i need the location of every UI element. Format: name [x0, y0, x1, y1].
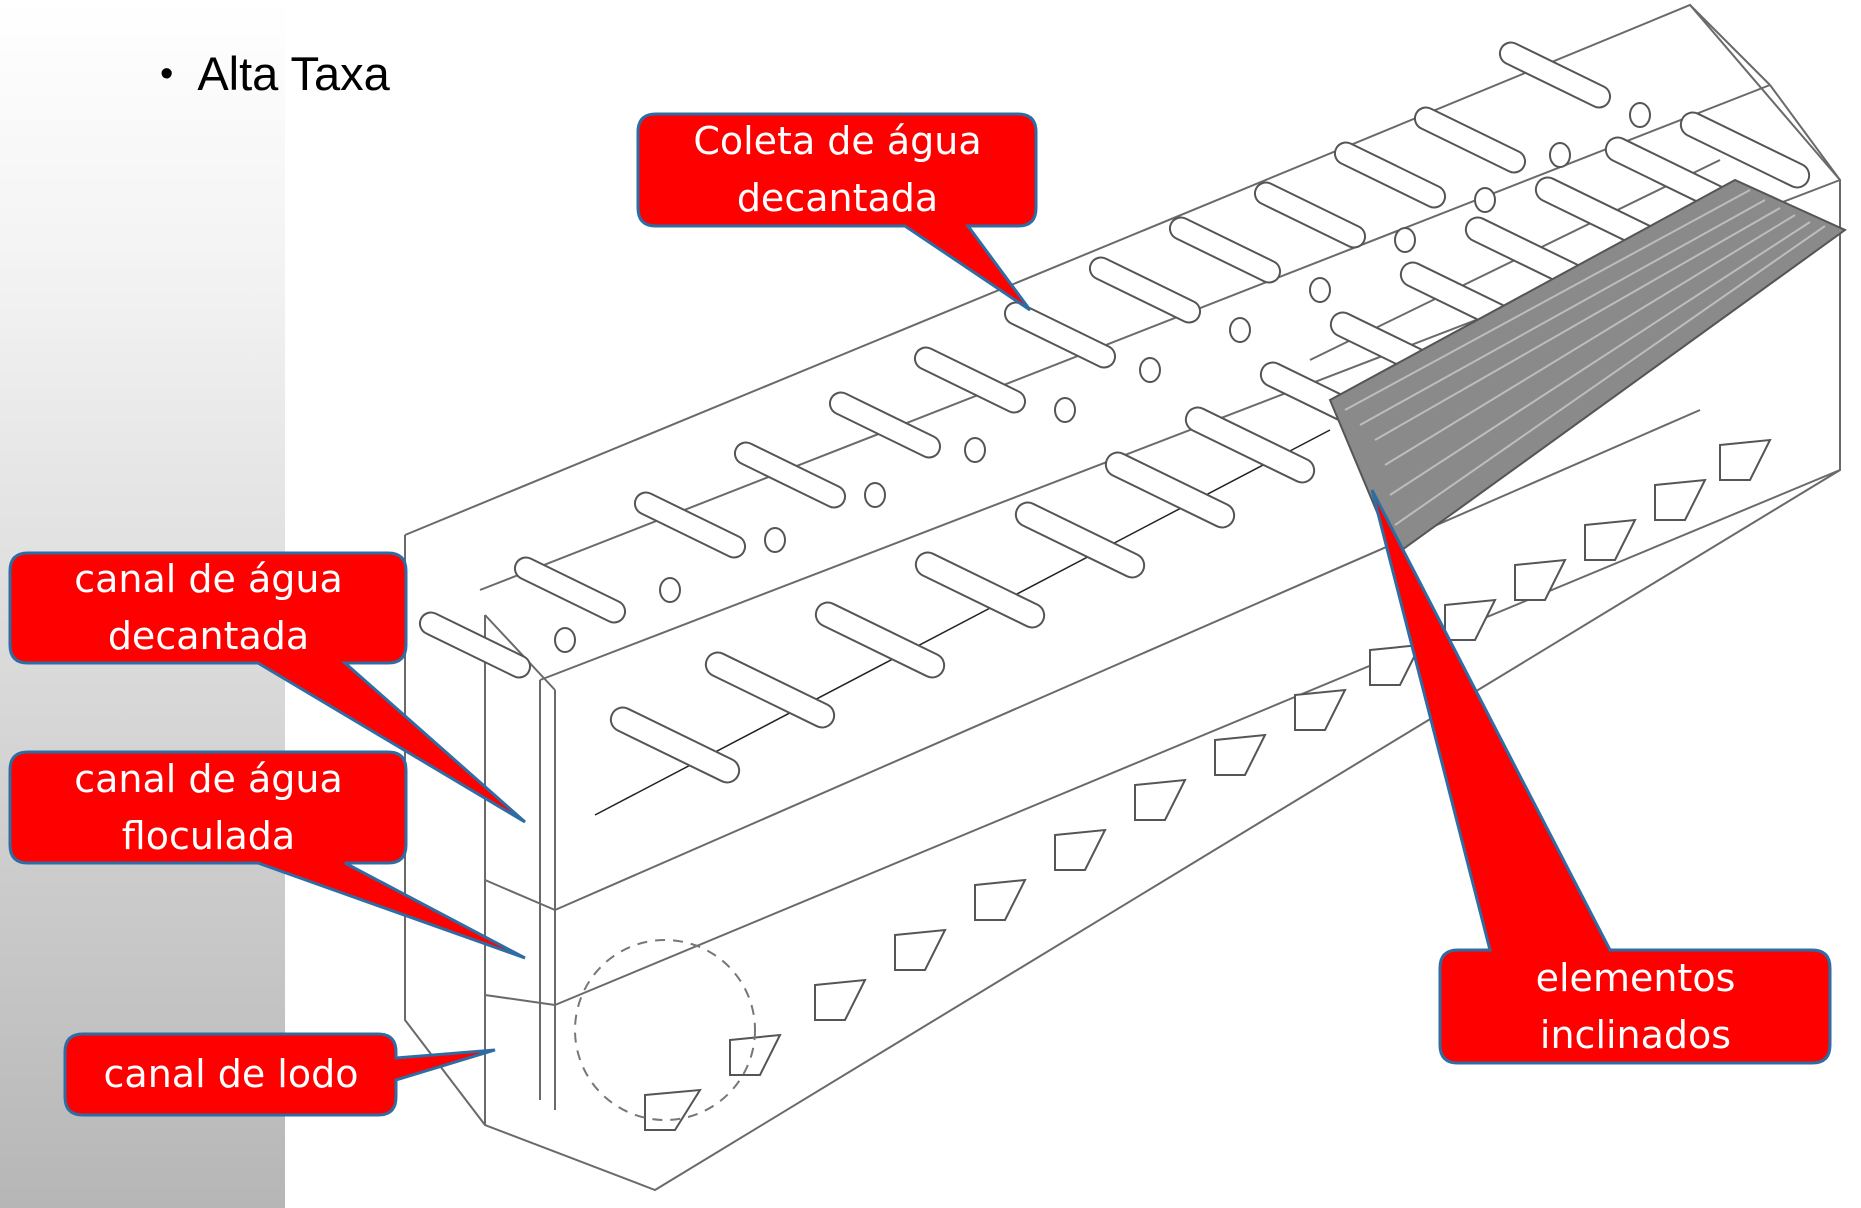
callout-canal-floculada-line1: canal de água — [74, 756, 343, 801]
callout-elementos-line2: inclinados — [1539, 1012, 1732, 1057]
callout-canal-floculada: canal de água floculada — [12, 754, 405, 861]
callout-canal-decantada-line1: canal de água — [74, 557, 343, 601]
callout-canal-floculada-line2: floculada — [121, 813, 296, 858]
callout-canal-lodo-line1: canal de lodo — [103, 1052, 359, 1096]
bullet-text: Alta Taxa — [197, 47, 390, 100]
wall-openings — [554, 102, 1651, 653]
detail-circle — [574, 939, 756, 1121]
callout-coleta-line2: decantada — [736, 176, 939, 220]
callout-canal-lodo: canal de lodo — [67, 1036, 395, 1113]
callout-canal-decantada-line2: decantada — [107, 614, 310, 658]
bullet-item: • Alta Taxa — [160, 46, 390, 101]
bullet-dot: • — [160, 53, 174, 95]
callout-elementos: elementos inclinados — [1442, 952, 1829, 1061]
callout-elementos-line1: elementos — [1535, 955, 1736, 1000]
callout-coleta: Coleta de água decantada — [640, 116, 1035, 224]
callout-canal-decantada: canal de água decantada — [12, 555, 405, 661]
callout-coleta-line1: Coleta de água — [693, 119, 982, 163]
